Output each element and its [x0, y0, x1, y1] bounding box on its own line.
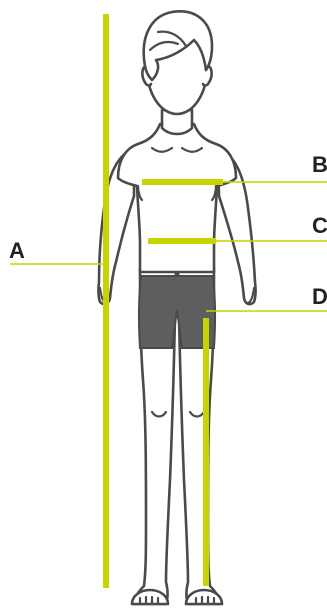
- label-c: C: [312, 213, 327, 238]
- label-b: B: [312, 152, 327, 177]
- label-d: D: [312, 284, 327, 309]
- label-a: A: [9, 238, 25, 263]
- child-body-outline-icon: [98, 11, 255, 604]
